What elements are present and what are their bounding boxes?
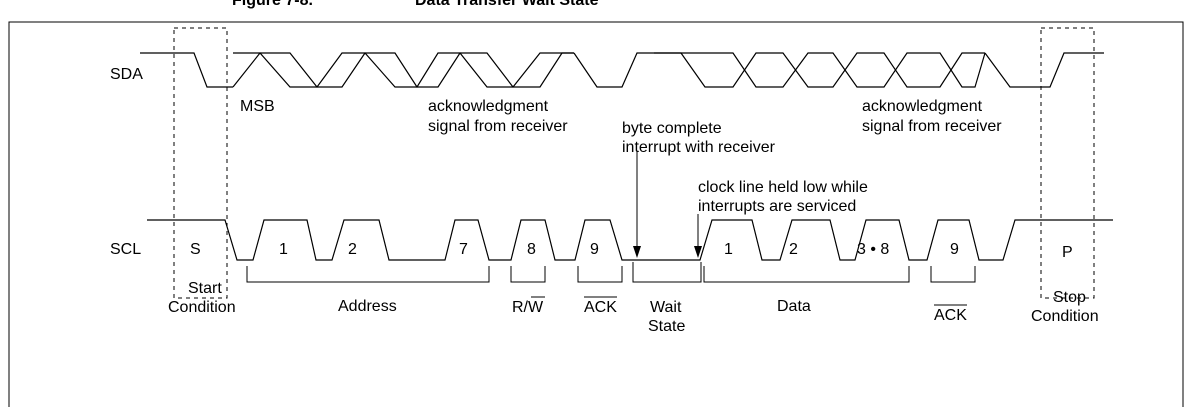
ack1-note-line1: acknowledgment (428, 98, 549, 115)
start-label-1: Start (188, 280, 222, 297)
scl-waveform (147, 219, 1113, 261)
stop-label-2: Condition (1031, 308, 1099, 325)
byte-note-line2: interrupt with receiver (622, 139, 776, 156)
ack1-bracket (577, 266, 623, 283)
ack2-bracket (930, 266, 976, 283)
ack2-note-line2: signal from receiver (862, 118, 1002, 135)
scl-pulse-2: 2 (348, 241, 357, 258)
ack2-note-line1: acknowledgment (862, 98, 983, 115)
address-label: Address (338, 298, 397, 315)
clock-note-line2: interrupts are serviced (698, 198, 856, 215)
sda-waveform (140, 52, 1104, 88)
stop-p-label: P (1062, 244, 1073, 261)
stop-condition-box (1040, 27, 1095, 299)
data-bracket (703, 266, 910, 283)
stop-label-1: Stop (1053, 289, 1086, 306)
data-label: Data (777, 298, 811, 315)
figure-caption: Data Transfer Wait State (415, 0, 599, 9)
byte-complete-arrow (633, 152, 641, 258)
clock-held-arrow (694, 214, 702, 258)
ack2-label: ACK (934, 307, 967, 324)
clock-note-line1: clock line held low while (698, 179, 868, 196)
scl-pulse-8: 8 (527, 241, 536, 258)
start-condition-box (173, 27, 228, 299)
figure-frame (8, 21, 1184, 407)
wait-label-1: Wait (650, 299, 682, 316)
rw-label: R/W (512, 299, 544, 316)
wait-label-2: State (648, 318, 685, 335)
sda-label: SDA (110, 66, 143, 83)
msb-label: MSB (240, 98, 275, 115)
scl-pulse-1: 1 (279, 241, 288, 258)
figure-label: Figure 7-8. (232, 0, 313, 9)
start-label-2: Condition (168, 299, 236, 316)
wait-bracket (632, 262, 702, 283)
start-s-label: S (190, 241, 201, 258)
address-bracket (246, 266, 490, 283)
byte-note-line1: byte complete (622, 120, 722, 137)
ack1-label: ACK (584, 299, 617, 316)
data-pulse-3-8: 3 • 8 (857, 241, 889, 258)
ack1-note-line2: signal from receiver (428, 118, 568, 135)
data-pulse-2: 2 (789, 241, 798, 258)
scl-label: SCL (110, 241, 141, 258)
rw-bracket (510, 266, 546, 283)
data-pulse-1: 1 (724, 241, 733, 258)
data-pulse-9: 9 (950, 241, 959, 258)
scl-pulse-7: 7 (459, 241, 468, 258)
scl-pulse-9: 9 (590, 241, 599, 258)
